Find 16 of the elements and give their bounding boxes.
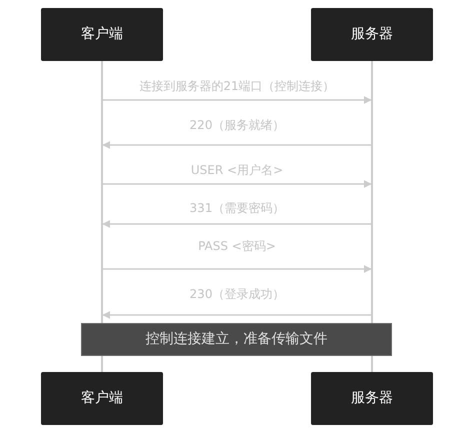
message-arrow [103,96,372,104]
message-arrow [102,311,371,319]
participant-label: 服务器 [351,389,393,408]
message-arrow [103,265,372,273]
participant-label: 客户端 [81,25,123,44]
participant-label: 客户端 [81,389,123,408]
participant-box [311,8,433,61]
message-arrow [102,141,371,149]
message-arrow [103,180,372,188]
participant-box [41,8,163,61]
participant-box [311,372,433,425]
note-text: 控制连接建立，准备传输文件 [146,330,328,349]
note-box [81,323,392,356]
participant-box [41,372,163,425]
participant-label: 服务器 [351,25,393,44]
message-arrow [102,220,371,228]
